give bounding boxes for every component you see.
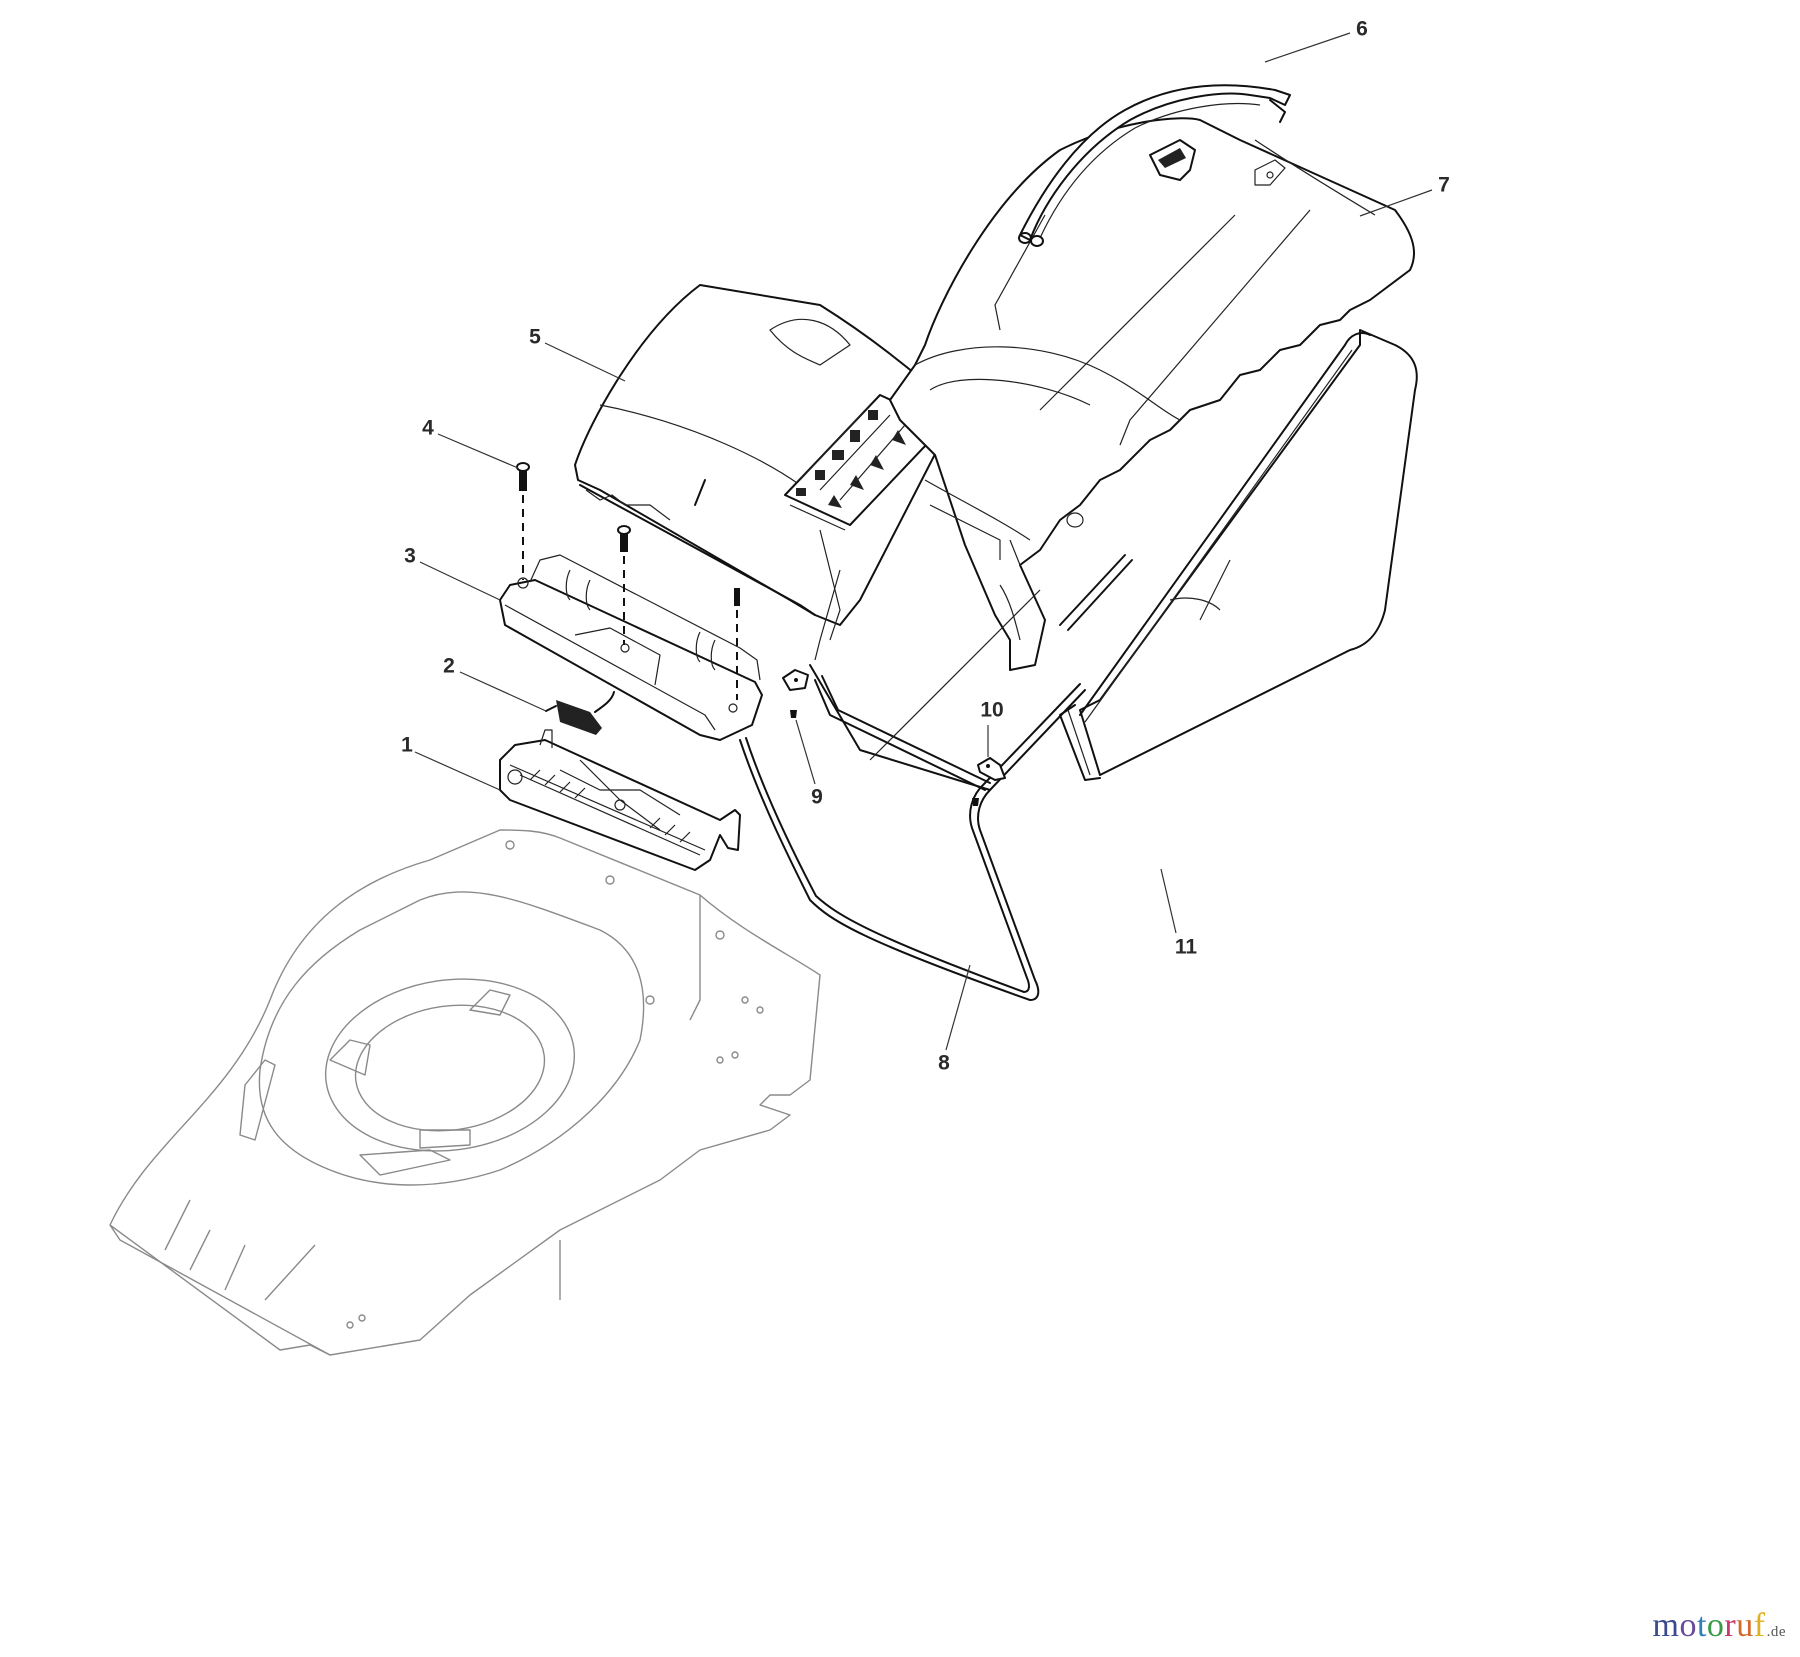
callout-10: 10 [980,698,1004,722]
part-6-handle [1018,84,1291,247]
callout-1: 1 [401,733,413,757]
callout-3: 3 [404,544,416,568]
part-10-clip [972,757,1006,806]
part-7-grass-bag-top [889,117,1415,671]
callout-5: 5 [529,325,541,349]
callout-9: 9 [811,785,823,809]
motoruf-watermark-logo: motoruf.de [1653,1609,1786,1643]
callout-4: 4 [422,416,434,440]
callout-2: 2 [443,654,455,678]
callout-11: 11 [1174,935,1198,959]
watermark-letter: o [1679,1607,1697,1644]
watermark-letter: m [1652,1607,1680,1644]
part-3-rear-flap [499,554,763,741]
watermark-tld: .de [1766,1624,1786,1640]
part-5-top-cover [574,284,951,626]
part-2-torsion-spring [545,691,615,735]
mower-deck [109,829,821,1356]
watermark-letter: f [1753,1607,1766,1644]
leader-lines [414,32,1433,1051]
part-1-hinge-bracket [499,729,741,871]
part-9-clip [782,669,809,718]
part-8-grass-bag-frame [739,529,1133,1001]
watermark-letter: t [1696,1607,1707,1644]
callout-7: 7 [1438,173,1450,197]
watermark-letter: o [1706,1607,1725,1644]
callout-8: 8 [938,1051,950,1075]
watermark-letter: r [1724,1607,1737,1644]
callout-6: 6 [1356,17,1368,41]
part-11-grass-bag-body [1059,329,1418,781]
watermark-letter: u [1736,1607,1754,1644]
